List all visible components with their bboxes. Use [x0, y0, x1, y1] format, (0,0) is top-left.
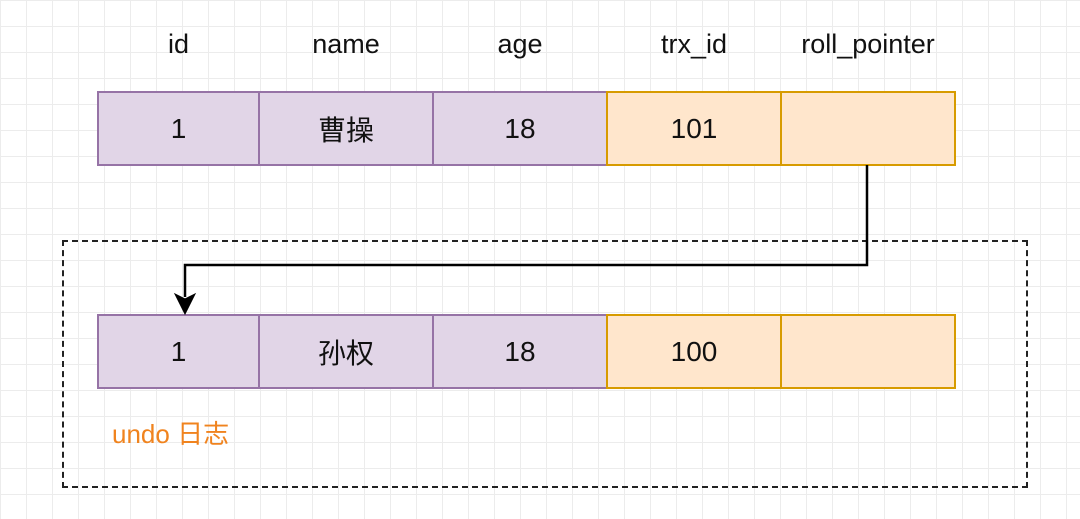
undo-trx-id-cell: 100	[606, 314, 782, 389]
undo-log-label: undo 日志	[112, 419, 230, 449]
undo-age-cell: 18	[432, 314, 608, 389]
current-roll-pointer-cell	[780, 91, 956, 166]
header-name: name	[312, 29, 380, 59]
undo-id-cell: 1	[97, 314, 260, 389]
header-age: age	[497, 29, 543, 59]
undo-name-cell: 孙权	[258, 314, 434, 389]
current-name-cell: 曹操	[258, 91, 434, 166]
header-trx-id: trx_id	[660, 29, 728, 59]
current-record-row: 1 曹操 18 101	[97, 91, 956, 166]
current-trx-id-cell: 101	[606, 91, 782, 166]
header-id: id	[167, 29, 189, 59]
current-age-cell: 18	[432, 91, 608, 166]
undo-roll-pointer-cell	[780, 314, 956, 389]
undo-record-row: 1 孙权 18 100	[97, 314, 956, 389]
header-roll-pointer: roll_pointer	[801, 29, 935, 59]
current-id-cell: 1	[97, 91, 260, 166]
